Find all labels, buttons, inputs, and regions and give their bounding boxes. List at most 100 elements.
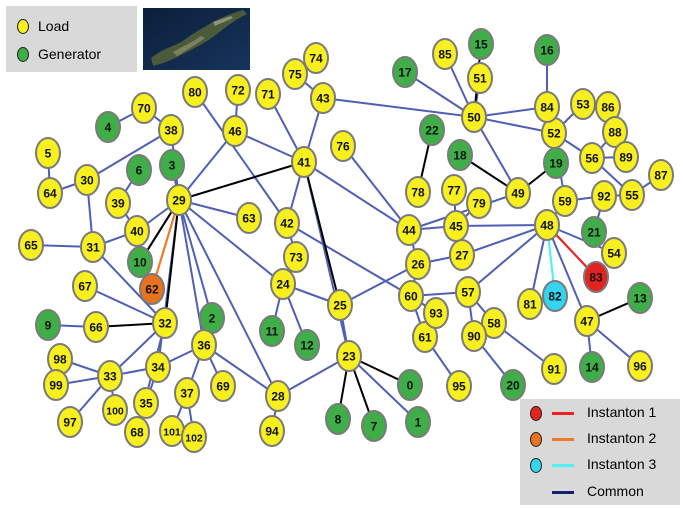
node-43-circle: [310, 82, 336, 114]
node-30-circle: [74, 164, 100, 196]
node-8-circle: [325, 403, 351, 435]
node-53-circle: [570, 88, 596, 120]
node-29: 29: [166, 184, 192, 216]
node-41: 41: [291, 146, 317, 178]
node-7-circle: [361, 410, 387, 442]
node-90-label: 90: [467, 330, 481, 344]
node-45: 45: [443, 210, 469, 242]
node-85-circle: [432, 38, 458, 70]
node-15: 15: [468, 28, 494, 60]
edge-29-46: [178, 130, 236, 201]
load-legend-label: Load: [38, 18, 70, 34]
node-22-circle: [419, 114, 445, 146]
node-34-label: 34: [151, 361, 165, 375]
node-51-label: 51: [473, 72, 487, 86]
node-98-label: 98: [53, 353, 67, 367]
node-21-circle: [581, 216, 607, 248]
node-12-circle: [294, 329, 320, 361]
node-94: 94: [259, 415, 285, 447]
node-43: 43: [310, 82, 336, 114]
node-64-circle: [37, 177, 63, 209]
node-53: 53: [570, 88, 596, 120]
generator-legend-icon: [17, 47, 29, 62]
node-26-circle: [405, 248, 431, 280]
node-45-label: 45: [449, 220, 463, 234]
node-84-label: 84: [540, 101, 554, 115]
load-legend-icon: [17, 19, 29, 34]
node-100: 100: [102, 394, 128, 426]
edge-23-1: [348, 355, 419, 423]
node-33: 33: [97, 360, 123, 392]
node-73-circle: [283, 241, 309, 273]
node-85-label: 85: [438, 48, 452, 62]
node-57: 57: [455, 276, 481, 308]
node-23-circle: [336, 340, 362, 372]
node-23: 23: [336, 340, 362, 372]
instanton-2-label: Instanton 2: [587, 430, 657, 446]
node-89: 89: [613, 141, 639, 173]
node-66-circle: [83, 311, 109, 343]
edge-41-44: [303, 161, 410, 231]
node-70-circle: [131, 92, 157, 124]
node-35: 35: [133, 387, 159, 419]
node-60-circle: [398, 280, 424, 312]
node-85: 85: [432, 38, 458, 70]
node-88: 88: [602, 116, 628, 148]
node-74: 74: [303, 42, 329, 74]
node-95-label: 95: [452, 380, 466, 394]
node-55: 55: [619, 179, 645, 211]
node-20-circle: [500, 369, 526, 401]
node-72: 72: [225, 74, 251, 106]
node-41-circle: [291, 146, 317, 178]
node-3-circle: [159, 149, 185, 181]
node-60: 60: [398, 280, 424, 312]
node-20: 20: [500, 369, 526, 401]
node-96-circle: [627, 350, 653, 382]
edge-67-32: [84, 285, 166, 324]
node-38-label: 38: [164, 124, 178, 138]
node-91: 91: [541, 353, 567, 385]
node-74-circle: [303, 42, 329, 74]
node-39: 39: [105, 187, 131, 219]
node-55-label: 55: [625, 189, 639, 203]
node-10: 10: [127, 246, 153, 278]
node-29-label: 29: [172, 194, 186, 208]
node-31: 31: [80, 231, 106, 263]
node-96: 96: [627, 350, 653, 382]
node-3: 3: [159, 149, 185, 181]
node-79-label: 79: [472, 197, 486, 211]
node-15-circle: [468, 28, 494, 60]
node-64: 64: [37, 177, 63, 209]
node-96-label: 96: [633, 360, 647, 374]
node-15-label: 15: [474, 38, 488, 52]
node-33-label: 33: [103, 370, 117, 384]
node-0: 0: [397, 369, 423, 401]
node-82: 82: [542, 280, 568, 312]
node-72-circle: [225, 74, 251, 106]
node-90-circle: [461, 320, 487, 352]
node-14-circle: [579, 351, 605, 383]
node-9-circle: [35, 309, 61, 341]
node-7: 7: [361, 410, 387, 442]
node-5: 5: [35, 137, 61, 169]
node-68-label: 68: [130, 426, 144, 440]
node-94-circle: [259, 415, 285, 447]
node-70-label: 70: [137, 102, 151, 116]
node-11-circle: [259, 315, 285, 347]
node-21: 21: [581, 216, 607, 248]
node-68: 68: [124, 416, 150, 448]
node-43-label: 43: [316, 92, 330, 106]
node-71: 71: [255, 78, 281, 110]
instanton-3-line-icon: [552, 464, 574, 467]
edge-48-47: [546, 224, 588, 322]
node-8: 8: [325, 403, 351, 435]
node-11: 11: [259, 315, 285, 347]
node-49-circle: [505, 177, 531, 209]
common-edge-41-25: [303, 161, 341, 306]
node-75-circle: [282, 58, 308, 90]
node-51-circle: [467, 62, 493, 94]
node-28: 28: [265, 380, 291, 412]
node-16-circle: [534, 34, 560, 66]
node-89-label: 89: [619, 151, 633, 165]
